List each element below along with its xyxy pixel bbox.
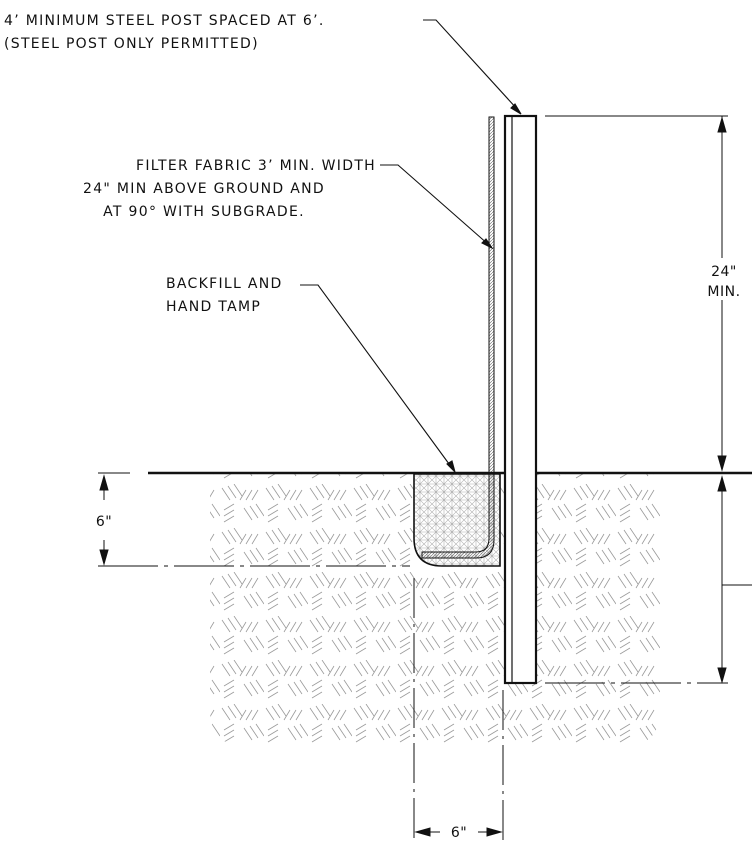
depth-dimension	[98, 472, 410, 567]
post-note-line2: (STEEL POST ONLY PERMITTED)	[4, 36, 259, 52]
backfill-note-line2: HAND TAMP	[166, 299, 261, 315]
fabric-note-line1: FILTER FABRIC 3’ MIN. WIDTH	[136, 158, 376, 174]
backfill-note-line1: BACKFILL AND	[166, 276, 283, 292]
width-dimension	[413, 578, 504, 842]
height-dimension	[545, 115, 728, 472]
fabric-note-line3: AT 90° WITH SUBGRADE.	[103, 204, 305, 220]
filter-fabric	[421, 116, 495, 559]
fabric-note-line2: 24" MIN ABOVE GROUND AND	[83, 181, 325, 197]
height-dimension-unit: MIN.	[707, 284, 740, 300]
height-dimension-value: 24"	[711, 264, 737, 280]
width-dimension-label: 6"	[451, 825, 467, 841]
post-note-line1: 4’ MINIMUM STEEL POST SPACED AT 6’.	[4, 13, 325, 29]
soil-region	[210, 474, 660, 746]
leader-lines	[300, 19, 522, 474]
steel-post	[503, 114, 538, 685]
depth-dimension-label: 6"	[96, 514, 112, 530]
embedment-dimension	[545, 475, 752, 684]
